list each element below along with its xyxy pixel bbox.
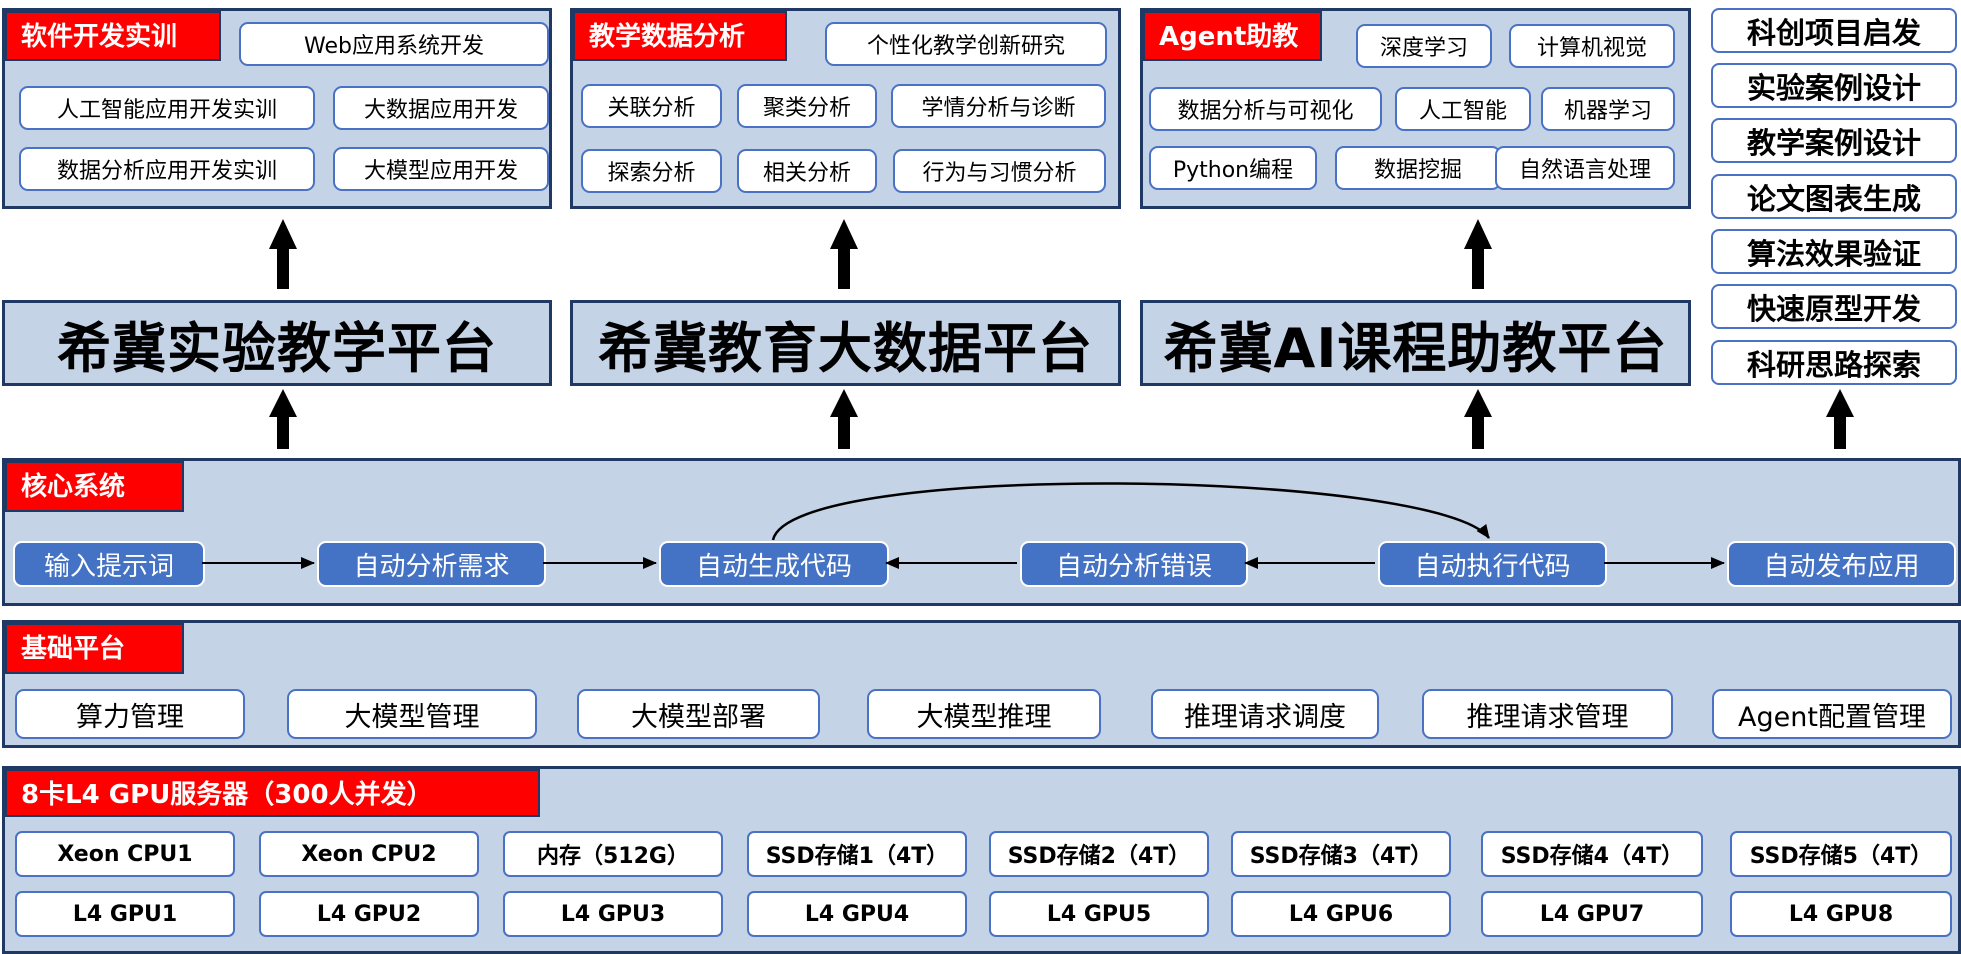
gpu-server-panel: 8卡L4 GPU服务器（300人并发） Xeon CPU1 Xeon CPU2 … [2,766,1961,954]
bigdata-dev-item: 大数据应用开发 [333,86,549,130]
software-training-panel: 软件开发实训 Web应用系统开发 人工智能应用开发实训 大数据应用开发 数据分析… [2,8,552,209]
personalized-teaching-item: 个性化教学创新研究 [825,22,1107,66]
ssd-1: SSD存储1（4T） [747,831,967,877]
side-item-experiment-case: 实验案例设计 [1711,63,1957,108]
step-generate-code: 自动生成代码 [659,541,889,587]
web-dev-item: Web应用系统开发 [239,22,549,66]
ssd-4: SSD存储4（4T） [1481,831,1703,877]
request-scheduling: 推理请求调度 [1151,689,1379,739]
side-item-research-ideas: 科研思路探索 [1711,340,1957,385]
gpu-8: L4 GPU8 [1730,891,1952,937]
side-item-algorithm-verify: 算法效果验证 [1711,229,1957,274]
up-arrow-software [269,219,297,289]
up-arrow-core-to-assistant [1464,389,1492,449]
memory: 内存（512G） [503,831,723,877]
gpu-2: L4 GPU2 [259,891,479,937]
platform-ai-course-assistant: 希冀AI课程助教平台 [1140,300,1691,386]
behavior-analysis-item: 行为与习惯分析 [893,149,1106,193]
exploratory-analysis-item: 探索分析 [581,149,722,193]
up-arrow-core-to-side [1826,389,1854,449]
up-arrow-analysis [830,219,858,289]
foundation-panel: 基础平台 算力管理 大模型管理 大模型部署 大模型推理 推理请求调度 推理请求管… [2,620,1961,748]
software-training-tag: 软件开发实训 [5,11,221,61]
gpu-5: L4 GPU5 [989,891,1209,937]
association-analysis-item: 关联分析 [581,84,722,128]
nlp-item: 自然语言处理 [1495,146,1675,190]
agent-assistant-tag: Agent助教 [1143,11,1322,61]
side-item-innovation: 科创项目启发 [1711,8,1957,53]
ssd-2: SSD存储2（4T） [989,831,1209,877]
compute-management: 算力管理 [15,689,245,739]
cpu-2: Xeon CPU2 [259,831,479,877]
platform-experiment-teaching: 希冀实验教学平台 [2,300,552,386]
teaching-analysis-tag: 教学数据分析 [573,11,787,61]
up-arrow-agent [1464,219,1492,289]
llm-inference: 大模型推理 [867,689,1101,739]
up-arrow-core-to-experiment [269,389,297,449]
agent-assistant-panel: Agent助教 深度学习 计算机视觉 数据分析与可视化 人工智能 机器学习 Py… [1140,8,1691,209]
gpu-6: L4 GPU6 [1231,891,1451,937]
step-input-prompt: 输入提示词 [13,541,205,587]
flow-arrow-loop [771,482,1491,541]
side-item-teaching-case: 教学案例设计 [1711,118,1957,163]
gpu-server-tag: 8卡L4 GPU服务器（300人并发） [5,769,540,817]
side-item-paper-charts: 论文图表生成 [1711,174,1957,219]
foundation-tag: 基础平台 [5,623,184,674]
data-analysis-dev-item: 数据分析应用开发实训 [19,147,315,191]
request-management: 推理请求管理 [1422,689,1673,739]
data-visualization-item: 数据分析与可视化 [1149,87,1382,131]
agent-config-management: Agent配置管理 [1712,689,1952,739]
learning-diagnosis-item: 学情分析与诊断 [891,84,1106,128]
gpu-7: L4 GPU7 [1481,891,1703,937]
gpu-3: L4 GPU3 [503,891,723,937]
core-system-tag: 核心系统 [5,461,184,512]
gpu-1: L4 GPU1 [15,891,235,937]
llm-management: 大模型管理 [287,689,537,739]
data-mining-item: 数据挖掘 [1335,146,1501,190]
correlation-analysis-item: 相关分析 [737,149,877,193]
machine-learning-item: 机器学习 [1541,87,1675,131]
gpu-4: L4 GPU4 [747,891,967,937]
teaching-analysis-panel: 教学数据分析 个性化教学创新研究 关联分析 聚类分析 学情分析与诊断 探索分析 … [570,8,1121,209]
platform-education-bigdata: 希冀教育大数据平台 [570,300,1121,386]
core-system-panel: 核心系统 输入提示词 自动分析需求 自动生成代码 自动分析错误 自动执行代码 自… [2,458,1961,606]
step-analyze-errors: 自动分析错误 [1020,541,1248,587]
up-arrow-core-to-bigdata [830,389,858,449]
llm-deployment: 大模型部署 [577,689,820,739]
step-publish-app: 自动发布应用 [1727,541,1956,587]
cluster-analysis-item: 聚类分析 [737,84,877,128]
python-item: Python编程 [1149,146,1317,190]
ssd-5: SSD存储5（4T） [1730,831,1952,877]
deep-learning-item: 深度学习 [1356,24,1492,68]
llm-dev-item: 大模型应用开发 [333,147,549,191]
ai-item: 人工智能 [1395,87,1531,131]
ssd-3: SSD存储3（4T） [1231,831,1451,877]
cpu-1: Xeon CPU1 [15,831,235,877]
side-item-rapid-prototype: 快速原型开发 [1711,284,1957,329]
computer-vision-item: 计算机视觉 [1509,24,1675,68]
ai-dev-item: 人工智能应用开发实训 [19,86,315,130]
